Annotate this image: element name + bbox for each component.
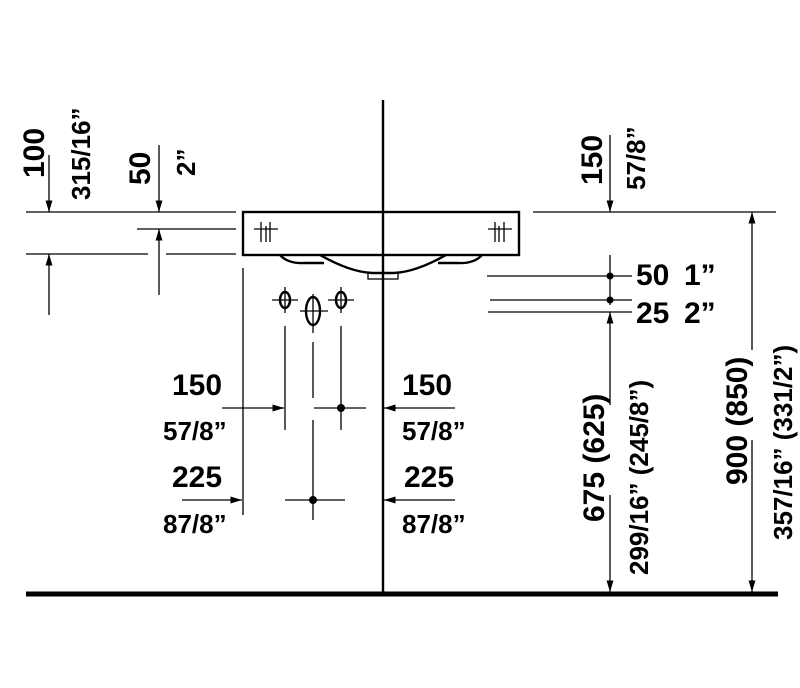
drain-point-50 [606,272,614,280]
washbasin-top-view [241,210,521,280]
dim-675-mm: 675 (625) [578,394,611,522]
dim-25-right-mm: 25 [636,297,669,330]
tap-symbol-left [254,222,278,242]
dim-225-left-in: 87/8” [163,509,227,539]
supply-point-hot [337,404,345,412]
dim-100-mm: 100 [18,128,51,178]
supply-hole-right [328,287,354,313]
dim-150-left-mm: 150 [172,369,222,402]
dim-900-in: 357/16” (331/2”) [768,345,798,540]
tap-symbol-right [488,222,512,242]
dim-225-left-mm: 225 [172,461,222,494]
supply-hole-center [300,294,328,333]
dim-50-right-mm: 50 [636,259,669,292]
dim-25-right-in: 2” [684,297,716,330]
dim-50-mm: 50 [124,152,157,185]
supply-point-waste [309,496,317,504]
dim-50-right-in: 1” [684,259,716,292]
dim-150-top-mm: 150 [576,135,609,185]
drain-point-25 [606,296,614,304]
dim-100-in: 315/16” [66,107,96,200]
dim-900-mm: 900 (850) [721,357,754,485]
dim-150-center-in: 57/8” [402,416,466,446]
dim-675-in: 299/16” (245/8”) [624,380,654,575]
dim-50-in: 2” [171,149,201,176]
dim-150-left-in: 57/8” [163,416,227,446]
dim-225-center-in: 87/8” [402,509,466,539]
dim-150-top-in: 57/8” [621,126,651,190]
dim-225-center-mm: 225 [404,461,454,494]
supply-hole-left [272,287,298,313]
dim-150-center-mm: 150 [402,369,452,402]
